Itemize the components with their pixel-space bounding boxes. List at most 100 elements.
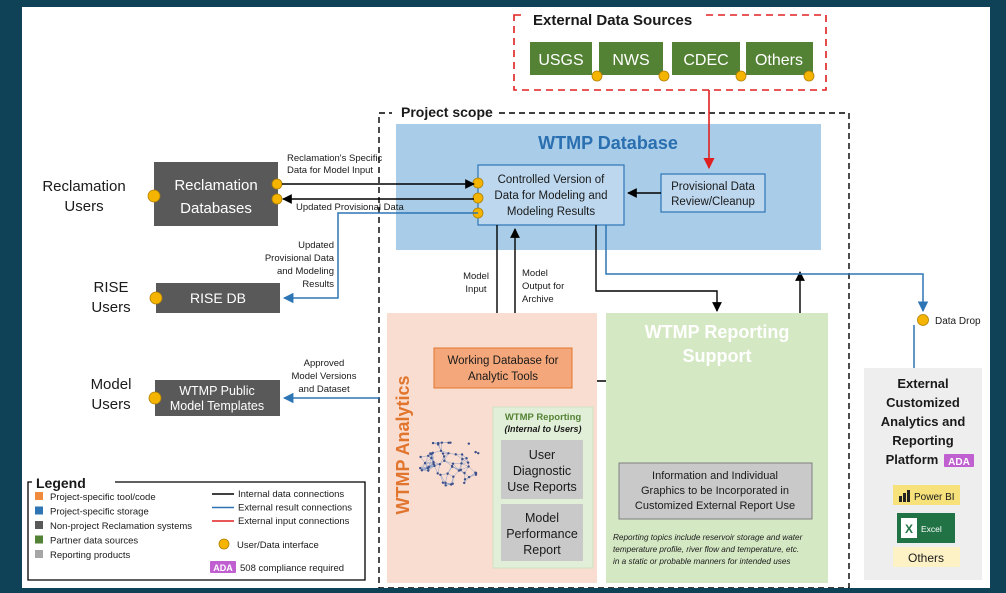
legend-category-2: Non-project Reclamation systems — [50, 521, 192, 532]
network-node — [461, 458, 463, 460]
model-input-line1: Model — [463, 271, 489, 282]
db-input-connector-icon — [473, 178, 483, 188]
approved-line2: Model Versions — [292, 371, 357, 382]
wtmp-database-title: WTMP Database — [538, 133, 678, 153]
user-reports-line3: Use Reports — [507, 480, 576, 494]
updated-rise-line3: and Modeling — [277, 266, 334, 277]
provisional-review-line2: Review/Cleanup — [671, 196, 755, 208]
network-node — [424, 462, 426, 464]
legend-swatch-2 — [35, 521, 43, 529]
network-node — [437, 472, 439, 474]
source-cdec-label: CDEC — [683, 52, 728, 69]
network-node — [477, 452, 479, 454]
controlled-version-line2: Data for Modeling and — [494, 190, 607, 202]
legend-category-3: Partner data sources — [50, 536, 138, 547]
project-scope-label: Project scope — [401, 104, 493, 120]
db-output-connector-icon — [473, 193, 483, 203]
reclamation-users-line2: Users — [64, 198, 103, 215]
legend-interface-label: User/Data interface — [237, 540, 319, 551]
network-node — [442, 452, 444, 454]
updated-provisional-label: Updated Provisional Data — [296, 202, 404, 213]
network-node — [440, 450, 442, 452]
reclamation-users-connector-icon — [148, 190, 160, 202]
network-node — [446, 472, 448, 474]
external-platform-line1: External — [897, 376, 948, 391]
network-node — [463, 482, 465, 484]
network-node — [437, 442, 439, 444]
excel-icon: X — [901, 518, 917, 538]
network-node — [432, 452, 434, 454]
usgs-connector-icon — [592, 71, 602, 81]
model-input-line2: Input — [465, 284, 486, 295]
network-node — [467, 465, 469, 467]
external-platform-line5: Platform — [886, 452, 939, 467]
external-platform-line3: Analytics and — [881, 414, 966, 429]
legend-swatch-3 — [35, 536, 43, 544]
network-node — [475, 474, 477, 476]
network-node — [468, 476, 470, 478]
info-graphics-line1: Information and Individual — [652, 470, 778, 482]
reclamation-users-line1: Reclamation — [42, 178, 125, 195]
analytics-title: WTMP Analytics — [393, 375, 413, 514]
legend-ada-icon: ADA — [210, 561, 236, 573]
network-node — [452, 475, 454, 477]
cdec-connector-icon — [736, 71, 746, 81]
user-reports-line1: User — [529, 448, 555, 462]
public-templates-line1: WTMP Public — [179, 384, 254, 398]
source-usgs-label: USGS — [538, 52, 583, 69]
approved-line1: Approved — [304, 358, 345, 369]
network-node — [465, 457, 467, 459]
model-output-line2: Output for — [522, 281, 564, 292]
info-graphics-line2: Graphics to be Incorporated in — [641, 485, 789, 497]
source-usgs: USGS — [530, 42, 592, 75]
model-output-line3: Archive — [522, 294, 554, 305]
source-nws-label: NWS — [612, 52, 649, 69]
reclamation-databases-line2: Databases — [180, 200, 252, 217]
reclamation-db-in-connector-icon — [272, 194, 282, 204]
network-node — [439, 474, 441, 476]
reclamation-specific-line1: Reclamation's Specific — [287, 153, 383, 164]
legend-title: Legend — [36, 475, 86, 491]
network-node — [430, 457, 432, 459]
network-node — [442, 482, 444, 484]
reporting-note-line3: in a static or probable manners for inte… — [613, 557, 791, 566]
reclamation-db-out-connector-icon — [272, 179, 282, 189]
approved-line3: and Dataset — [298, 384, 350, 395]
network-node — [452, 463, 454, 465]
internal-reporting-title: WTMP Reporting — [505, 412, 582, 423]
reporting-note-line2: temperature profile, river flow and temp… — [613, 545, 799, 554]
others-label: Others — [908, 551, 944, 565]
network-node — [429, 452, 431, 454]
info-graphics-line3: Customized External Report Use — [635, 500, 795, 512]
updated-rise-line1: Updated — [298, 240, 334, 251]
controlled-version-line3: Modeling Results — [507, 206, 595, 218]
model-users-line1: Model — [91, 376, 132, 393]
network-node — [451, 465, 453, 467]
power-bi-label: Power BI — [914, 492, 955, 503]
reporting-support-title-line1: WTMP Reporting — [645, 322, 790, 342]
performance-report-line3: Report — [523, 543, 561, 557]
network-node — [451, 482, 453, 484]
legend-interface-icon — [219, 539, 229, 549]
model-output-line1: Model — [522, 268, 548, 279]
source-others-label: Others — [755, 52, 803, 69]
excel-label: Excel — [921, 524, 942, 534]
legend-ada-label: 508 compliance required — [240, 563, 344, 574]
network-node — [447, 442, 449, 444]
data-drop-connector-icon — [918, 315, 929, 326]
reporting-support-title-line2: Support — [683, 346, 752, 366]
network-node — [428, 466, 430, 468]
working-db-line2: Analytic Tools — [468, 371, 538, 383]
external-platform-line2: Customized — [886, 395, 960, 410]
legend-ada-icon-text: ADA — [213, 563, 233, 573]
network-node — [474, 451, 476, 453]
legend-connection-2: External input connections — [238, 516, 350, 527]
network-node — [443, 455, 445, 457]
public-templates-line2: Model Templates — [170, 399, 264, 413]
ada-icon-text: ADA — [948, 457, 970, 468]
performance-report-line2: Performance — [506, 527, 578, 541]
network-node — [464, 478, 466, 480]
legend-category-0: Project-specific tool/code — [50, 492, 156, 503]
